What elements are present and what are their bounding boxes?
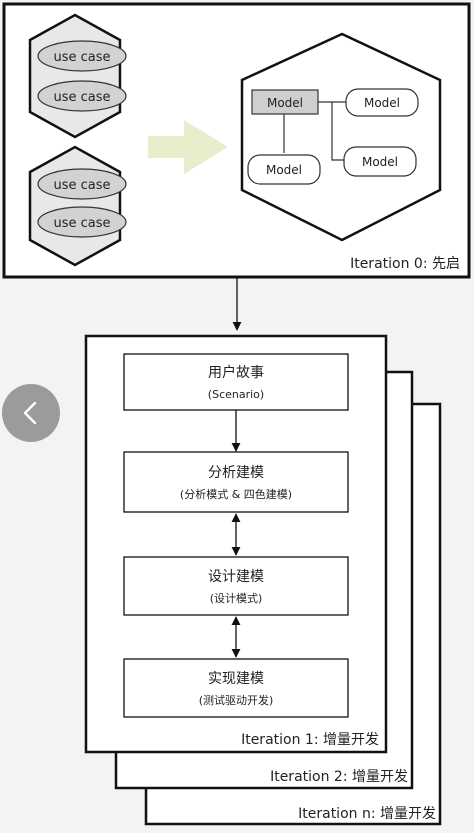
- model-label: Model: [364, 96, 400, 110]
- use-case-label: use case: [53, 178, 110, 193]
- use-case-ellipse: [37, 80, 127, 112]
- step-title: 用户故事: [208, 364, 264, 381]
- model-connector: [331, 102, 344, 161]
- use-case-label: use case: [53, 216, 110, 231]
- step-title: 设计建模: [208, 569, 264, 585]
- use-case-label: use case: [53, 50, 110, 65]
- model-hexagon: [240, 32, 442, 242]
- step-subtitle: (分析模式 & 四色建模): [180, 487, 292, 501]
- step-subtitle: (测试驱动开发): [199, 693, 274, 707]
- step-box-design-modeling: [123, 556, 349, 616]
- use-case-hexagon-top: [28, 13, 122, 139]
- use-case-ellipse: [37, 168, 127, 200]
- chevron-left-icon: [23, 401, 37, 425]
- iteration0-label: Iteration 0: 先启: [350, 256, 460, 272]
- step-box-implementation-modeling: [123, 658, 349, 718]
- iteration-2-label: Iteration 2: 增量开发: [270, 769, 408, 785]
- model-box: [345, 88, 419, 117]
- use-case-ellipse: [37, 40, 127, 72]
- iteration-n-label: Iteration n: 增量开发: [298, 806, 436, 822]
- use-case-hexagon-bottom: [28, 145, 122, 267]
- back-button[interactable]: [2, 384, 60, 442]
- model-box: [343, 146, 417, 177]
- use-case-ellipse: [37, 206, 127, 238]
- step-title: 分析建模: [208, 465, 264, 481]
- iteration-1-label: Iteration 1: 增量开发: [241, 732, 379, 748]
- step-subtitle: (设计模式): [210, 592, 263, 605]
- transform-arrow: [148, 120, 228, 174]
- model-box: [247, 154, 321, 185]
- use-case-label: use case: [53, 90, 110, 105]
- step-box-user-story: [123, 353, 349, 411]
- step-subtitle: (Scenario): [208, 388, 264, 401]
- model-root-box: [251, 89, 319, 115]
- model-label: Model: [266, 163, 302, 177]
- model-label: Model: [362, 155, 398, 169]
- step-box-analysis-modeling: [123, 451, 349, 513]
- step-title: 实现建模: [208, 671, 264, 687]
- model-label: Model: [267, 96, 303, 110]
